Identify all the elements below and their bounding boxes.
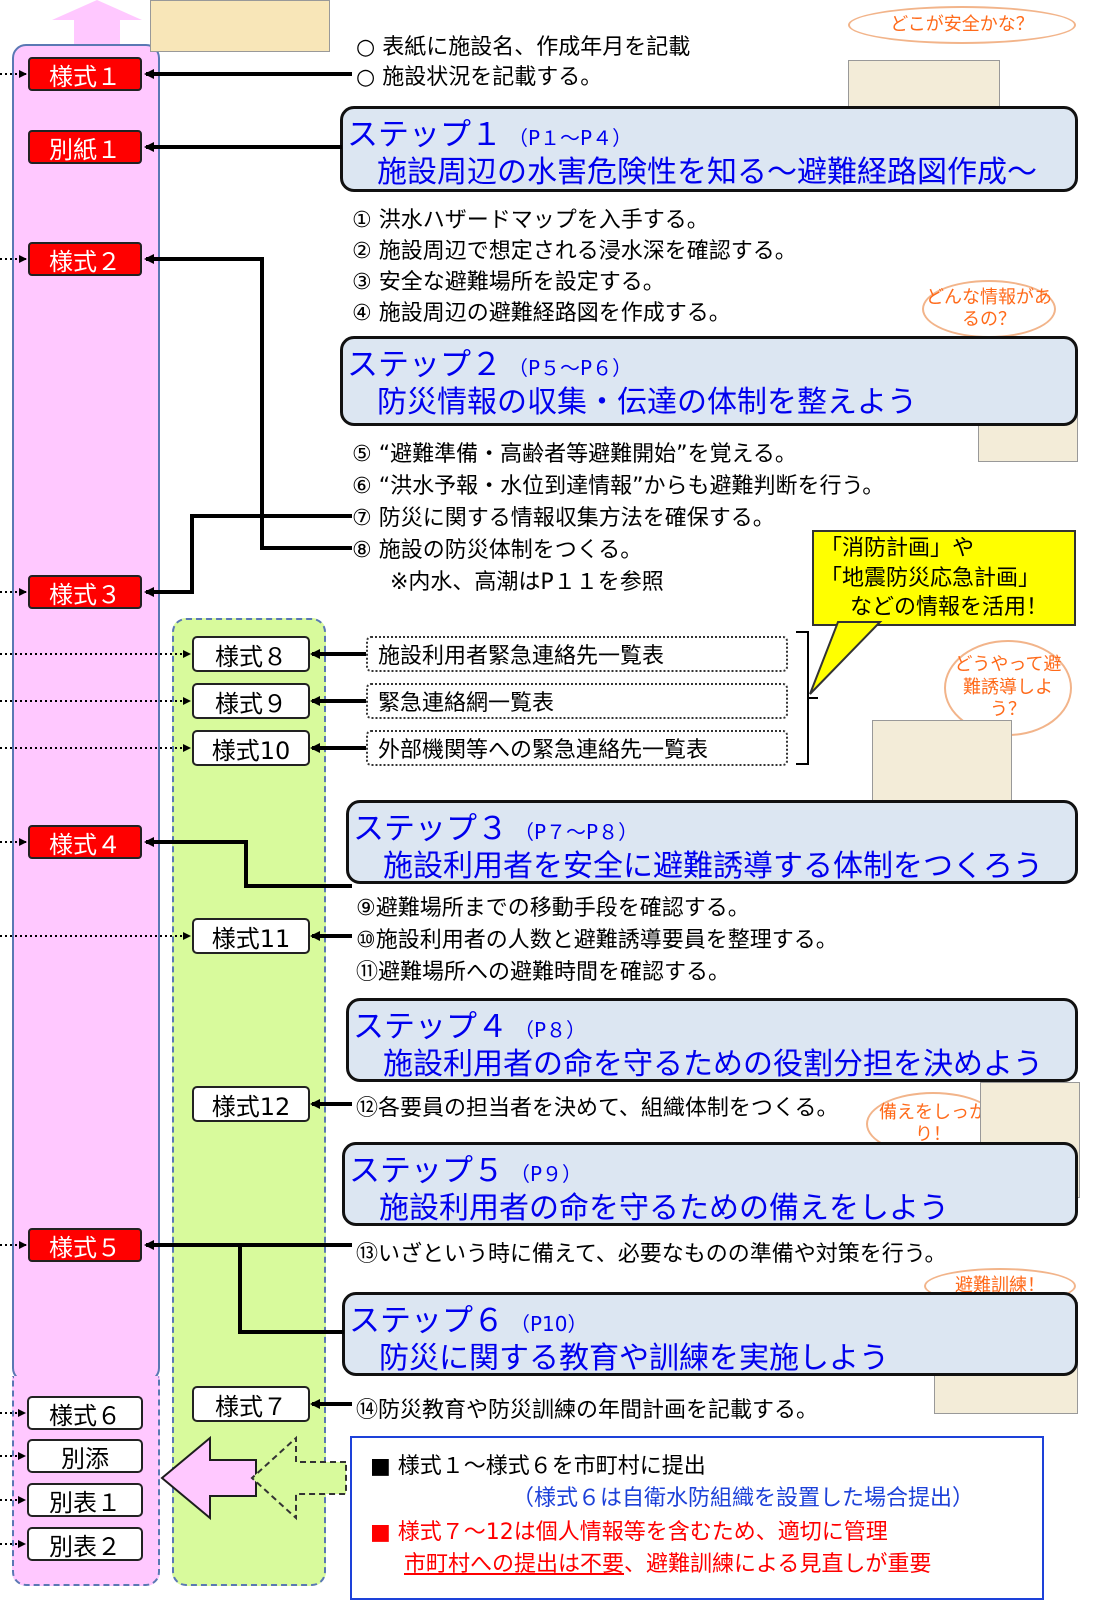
step-2-pages: （P５～P６） xyxy=(508,356,633,380)
step-2-title: ステップ２ xyxy=(347,347,502,383)
appendix-table-1[interactable]: 別表１ xyxy=(27,1483,143,1517)
step-4-box: ステップ４（P８） 施設利用者の命を守るための役割分担を決めよう xyxy=(346,998,1078,1082)
item-13: ⑬いざという時に備えて、必要なものの準備や対策を行う。 xyxy=(356,1242,947,1267)
item-7: ⑦ 防災に関する情報収集方法を確保する。 xyxy=(352,506,775,531)
step-5-pages: （P９） xyxy=(510,1162,583,1186)
cover-note-1: ○ 表紙に施設名、作成年月を記載 xyxy=(356,35,691,60)
reception-illustration xyxy=(150,0,330,52)
item-11: ⑪避難場所への避難時間を確認する。 xyxy=(356,960,731,985)
form-11[interactable]: 様式11 xyxy=(192,918,310,954)
item-6: ⑥ “洪水予報・水位到達情報”からも避難判断を行う。 xyxy=(352,474,885,499)
step-1-box: ステップ１（P１～P４） 施設周辺の水害危険性を知る～避難経路図作成～ xyxy=(340,106,1078,192)
appendix-table-2[interactable]: 別表２ xyxy=(27,1527,143,1561)
step-5-subtitle: 施設利用者の命を守るための備えをしよう xyxy=(379,1191,949,1226)
item-14: ⑭防災教育や防災訓練の年間計画を記載する。 xyxy=(356,1398,819,1423)
item-2: ② 施設周辺で想定される浸水深を確認する。 xyxy=(352,239,797,264)
item-3: ③ 安全な避難場所を設定する。 xyxy=(352,270,665,295)
step-1-pages: （P１～P４） xyxy=(508,126,633,150)
item-8-note: ※内水、高潮はP１１を参照 xyxy=(390,570,664,595)
form-5[interactable]: 様式５ xyxy=(28,1228,142,1262)
up-arrow-icon xyxy=(52,0,142,44)
step-4-subtitle: 施設利用者の命を守るための役割分担を決めよう xyxy=(383,1047,1043,1082)
note-line-3: ■ 様式７～12は個人情報等を含むため、適切に管理 xyxy=(370,1520,888,1545)
step-4-title: ステップ４ xyxy=(353,1009,508,1045)
bubble-where-safe: どこが安全かな？ xyxy=(848,6,1076,44)
note-line-1: ■ 様式１～様式６を市町村に提出 xyxy=(370,1454,706,1479)
item-10: ⑩施設利用者の人数と避難誘導要員を整理する。 xyxy=(356,928,838,953)
item-12: ⑫各要員の担当者を決めて、組織体制をつくる。 xyxy=(356,1096,839,1121)
form-2[interactable]: 様式２ xyxy=(28,242,142,276)
form-8[interactable]: 様式８ xyxy=(192,636,310,672)
callout-line-3: などの情報を活用！ xyxy=(850,595,1049,621)
plan-callout: 「消防計画」や 「地震防災応急計画」 などの情報を活用！ xyxy=(812,530,1076,626)
step-2-subtitle: 防災情報の収集・伝達の体制を整えよう xyxy=(377,385,917,420)
contact-list-network: 緊急連絡網一覧表 xyxy=(366,683,788,719)
form-9[interactable]: 様式９ xyxy=(192,683,310,719)
step-3-title: ステップ３ xyxy=(353,811,508,847)
submission-notes: ■ 様式１～様式６を市町村に提出 （様式６は自衛水防組織を設置した場合提出） ■… xyxy=(350,1436,1044,1600)
addendum[interactable]: 別添 xyxy=(27,1439,143,1473)
form-6[interactable]: 様式６ xyxy=(27,1396,143,1430)
step-4-pages: （P８） xyxy=(514,1018,587,1042)
step-1-subtitle: 施設周辺の水害危険性を知る～避難経路図作成～ xyxy=(377,155,1037,190)
form-4[interactable]: 様式４ xyxy=(28,825,142,859)
form-12[interactable]: 様式12 xyxy=(192,1086,310,1122)
step-1-title: ステップ１ xyxy=(347,117,502,153)
step-3-pages: （P７～P８） xyxy=(514,820,639,844)
step-5-box: ステップ５（P９） 施設利用者の命を守るための備えをしよう xyxy=(342,1142,1078,1226)
step-6-subtitle: 防災に関する教育や訓練を実施しよう xyxy=(379,1341,889,1376)
item-1: ① 洪水ハザードマップを入手する。 xyxy=(352,208,709,233)
note-line-4-rest: 、避難訓練による見直しが重要 xyxy=(624,1552,932,1577)
step-6-box: ステップ６（P10） 防災に関する教育や訓練を実施しよう xyxy=(342,1292,1078,1376)
cover-note-2: ○ 施設状況を記載する。 xyxy=(356,65,603,90)
contact-list-external: 外部機関等への緊急連絡先一覧表 xyxy=(366,730,788,766)
step-2-box: ステップ２（P５～P６） 防災情報の収集・伝達の体制を整えよう xyxy=(340,336,1078,426)
callout-line-2: 「地震防災応急計画」 xyxy=(820,565,1041,591)
step-6-title: ステップ６ xyxy=(349,1303,504,1339)
note-line-4-underlined: 市町村への提出は不要 xyxy=(404,1552,625,1577)
form-10[interactable]: 様式10 xyxy=(192,730,310,766)
bubble-info: どんな情報があるの？ xyxy=(922,280,1056,338)
form-7[interactable]: 様式７ xyxy=(192,1386,310,1422)
form-1[interactable]: 様式１ xyxy=(28,57,142,91)
form-3[interactable]: 様式３ xyxy=(28,575,142,609)
note-line-2: （様式６は自衛水防組織を設置した場合提出） xyxy=(512,1486,975,1511)
step-6-pages: （P10） xyxy=(510,1312,588,1336)
step-5-title: ステップ５ xyxy=(349,1153,504,1189)
item-5: ⑤ “避難準備・高齢者等避難開始”を覚える。 xyxy=(352,442,797,467)
contact-list-users: 施設利用者緊急連絡先一覧表 xyxy=(366,636,788,672)
step-3-box: ステップ３（P７～P８） 施設利用者を安全に避難誘導する体制をつくろう xyxy=(346,800,1078,884)
item-4: ④ 施設周辺の避難経路図を作成する。 xyxy=(352,301,731,326)
step-3-subtitle: 施設利用者を安全に避難誘導する体制をつくろう xyxy=(383,849,1043,884)
attachment-1[interactable]: 別紙１ xyxy=(28,130,142,164)
callout-line-1: 「消防計画」や xyxy=(820,536,975,561)
item-9: ⑨避難場所までの移動手段を確認する。 xyxy=(356,896,750,921)
item-8: ⑧ 施設の防災体制をつくる。 xyxy=(352,538,643,563)
